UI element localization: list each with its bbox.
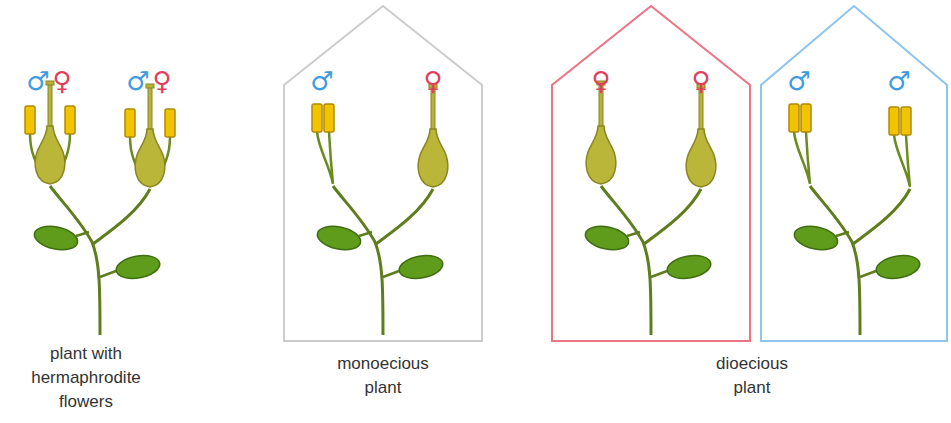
sex-symbol: ♂: [310, 68, 333, 94]
sex-symbol: ♀: [691, 68, 710, 94]
house-outline: [283, 0, 483, 343]
male-plant-figure: [789, 104, 922, 335]
caption: plant with hermaphrodite flowers: [20, 342, 152, 414]
caption: monoecious plant: [327, 352, 439, 400]
sex-symbol: ♂: [887, 68, 910, 94]
caption: dioecious plant: [700, 352, 804, 400]
sex-symbol: ♂: [26, 68, 49, 94]
male-house: ♂♂: [760, 0, 948, 420]
female-plant-figure: [583, 81, 716, 335]
house-outline: [551, 0, 751, 343]
monoecious-house: ♂ ♀ monoecious plant: [283, 0, 483, 420]
sex-symbol: ♀: [52, 68, 71, 94]
sex-symbol: ♂: [787, 68, 810, 94]
house-outline: [760, 0, 948, 343]
sex-symbol: ♀: [423, 68, 442, 94]
sex-symbol: ♂: [126, 68, 149, 94]
monoecious-plant-figure: [312, 84, 448, 335]
sex-symbol: ♀: [591, 68, 610, 94]
hermaphrodite-plant: [25, 81, 175, 335]
sex-symbol: ♀: [152, 68, 171, 94]
